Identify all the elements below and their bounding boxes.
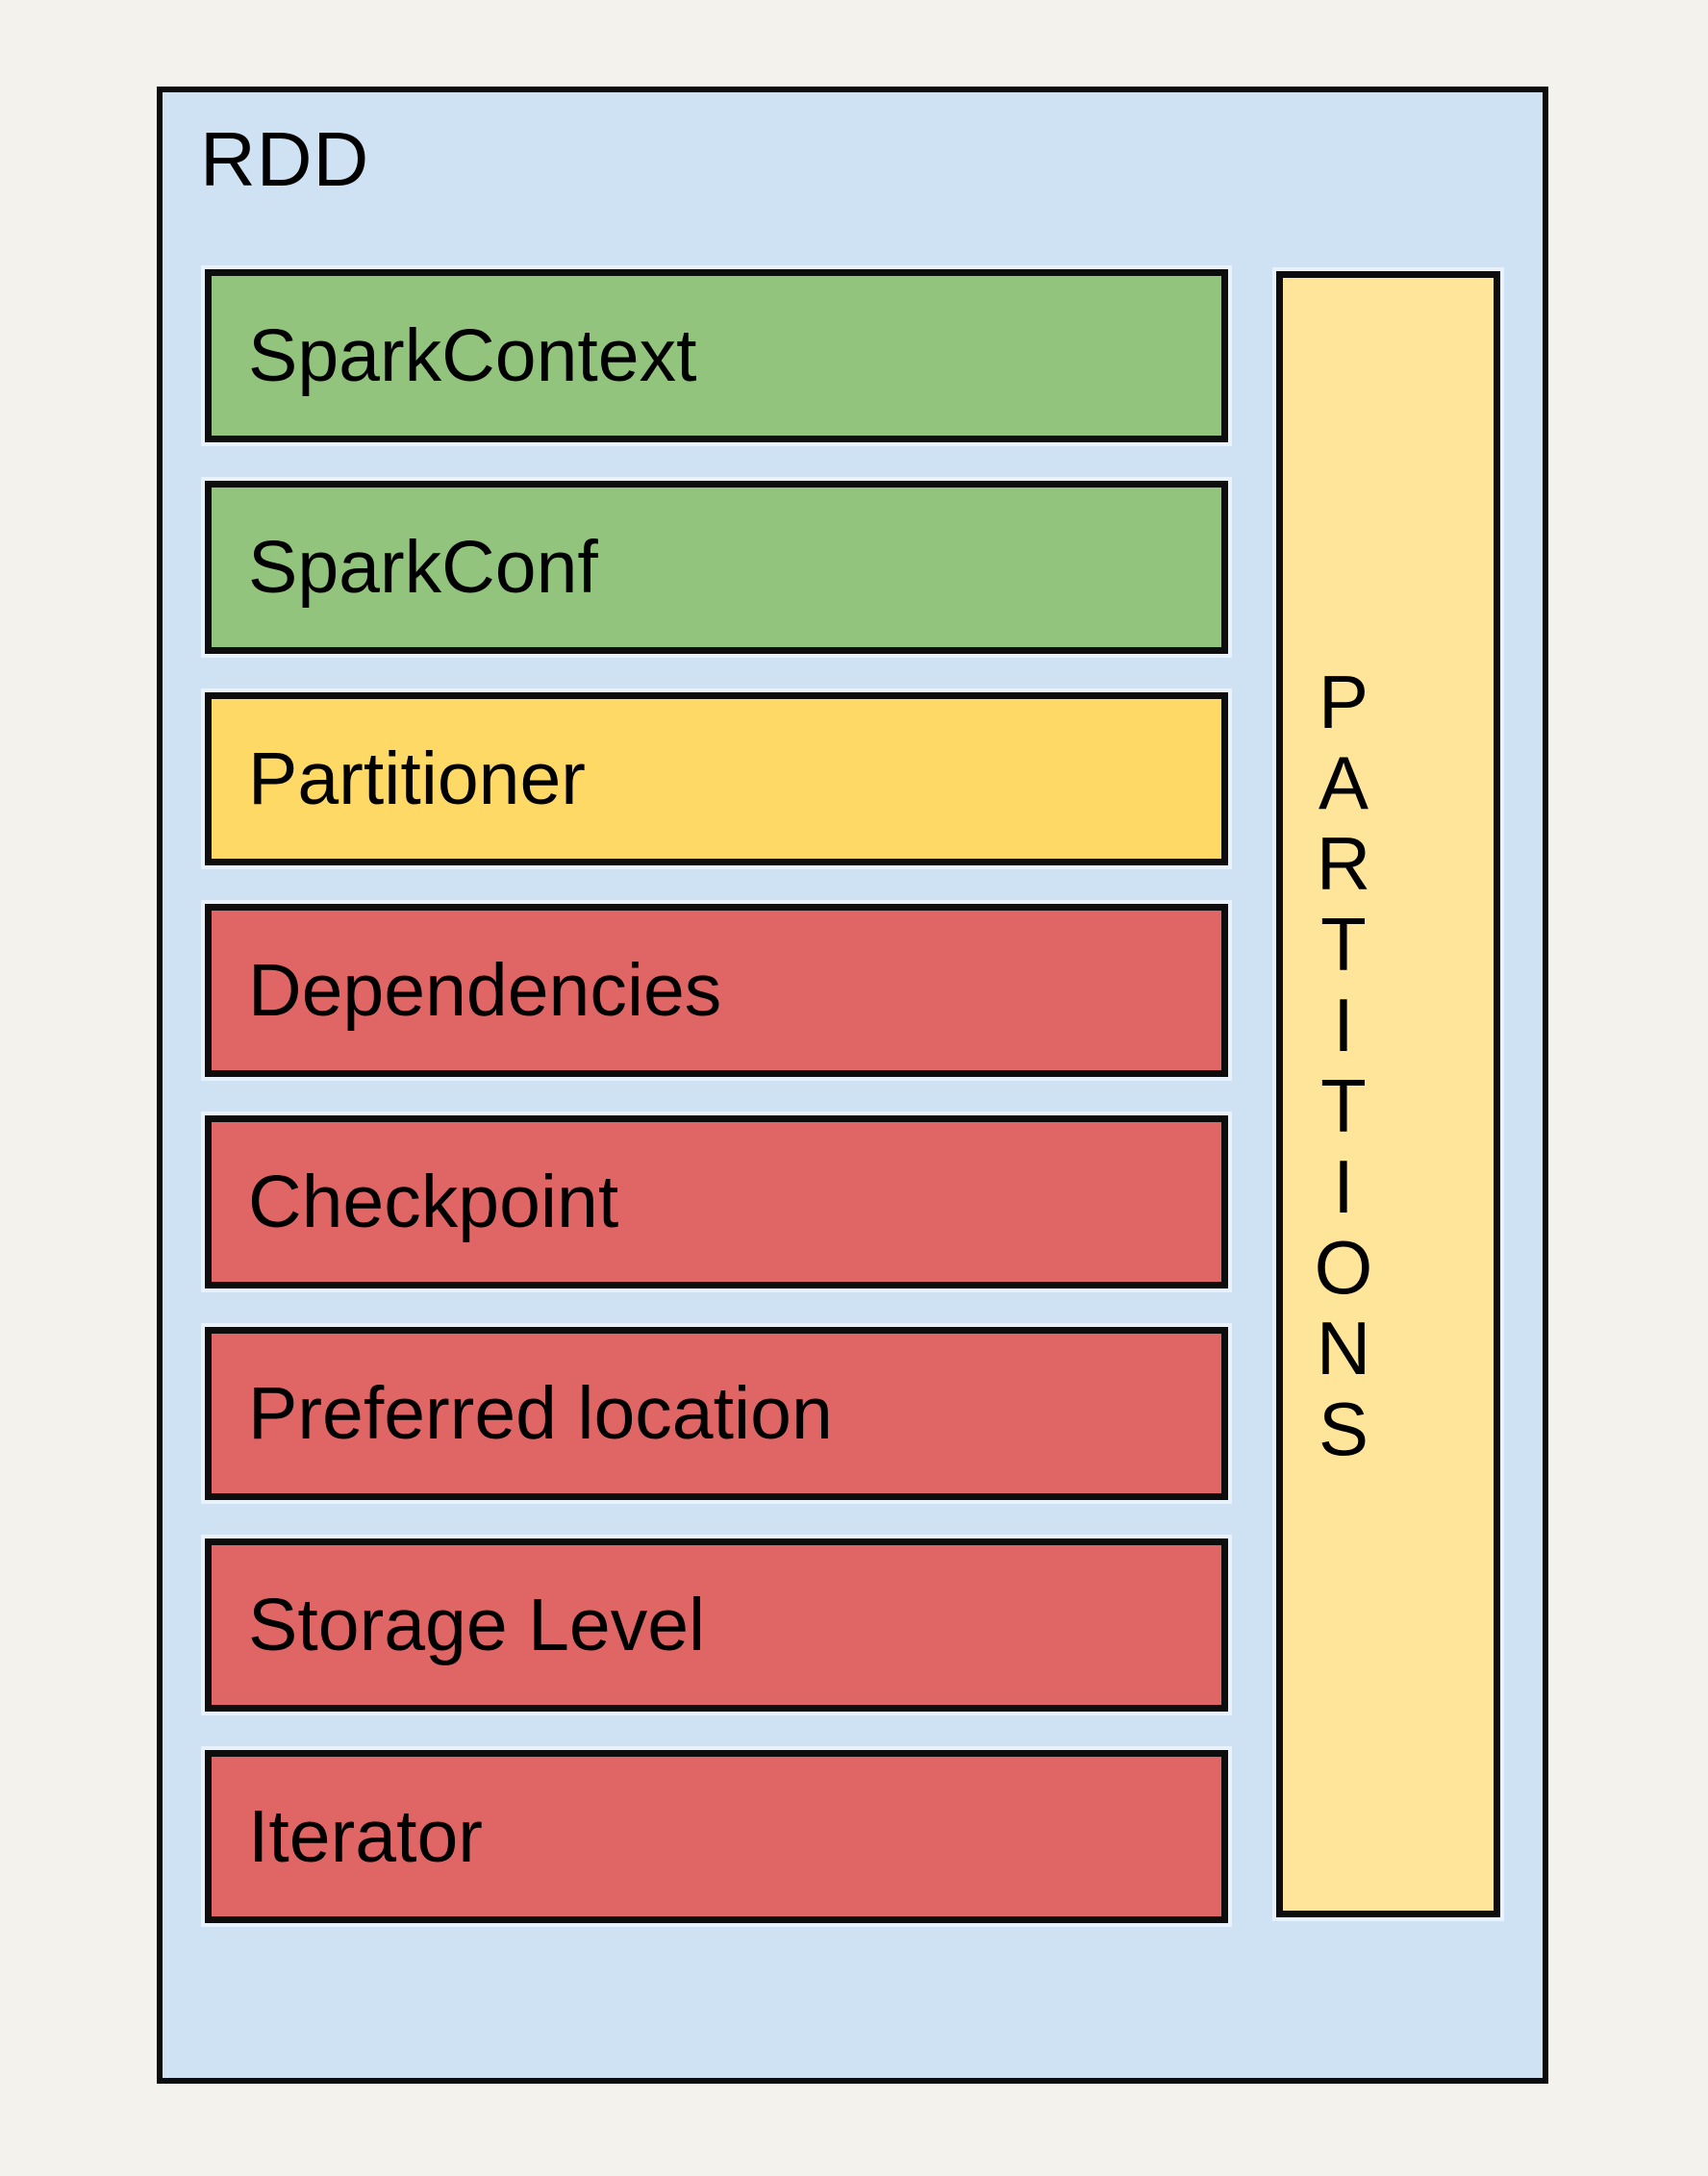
attribute-box-preferred-location: Preferred location [205, 1327, 1228, 1500]
attribute-box-storage-level: Storage Level [205, 1538, 1228, 1712]
partitions-letter: T [1320, 902, 1367, 987]
partitions-letter: T [1320, 1063, 1367, 1148]
attribute-box-sparkconf: SparkConf [205, 481, 1228, 654]
attribute-box-checkpoint: Checkpoint [205, 1115, 1228, 1288]
partitions-letter: S [1318, 1387, 1369, 1471]
rdd-attribute-list: SparkContext SparkConf Partitioner Depen… [205, 269, 1228, 1962]
attribute-box-dependencies: Dependencies [205, 904, 1228, 1077]
attribute-label: Dependencies [248, 948, 722, 1032]
rdd-title: RDD [200, 116, 370, 202]
partitions-letter: I [1333, 983, 1354, 1067]
partitions-letter: P [1318, 660, 1369, 744]
attribute-label: Preferred location [248, 1371, 833, 1455]
partitions-letter: R [1316, 821, 1371, 906]
attribute-label: Partitioner [248, 737, 586, 820]
rdd-container: RDD SparkContext SparkConf Partitioner D… [157, 87, 1548, 2084]
attribute-box-iterator: Iterator [205, 1750, 1228, 1923]
partitions-letter: N [1316, 1306, 1371, 1390]
partitions-letter: O [1314, 1225, 1373, 1310]
attribute-label: SparkContext [248, 313, 697, 397]
attribute-label: Iterator [248, 1794, 483, 1878]
attribute-box-sparkcontext: SparkContext [205, 269, 1228, 442]
attribute-label: Checkpoint [248, 1160, 619, 1243]
attribute-box-partitioner: Partitioner [205, 692, 1228, 865]
partitions-letter: I [1333, 1144, 1354, 1229]
attribute-label: SparkConf [248, 525, 598, 609]
attribute-label: Storage Level [248, 1583, 706, 1666]
partitions-letter: A [1318, 740, 1369, 825]
